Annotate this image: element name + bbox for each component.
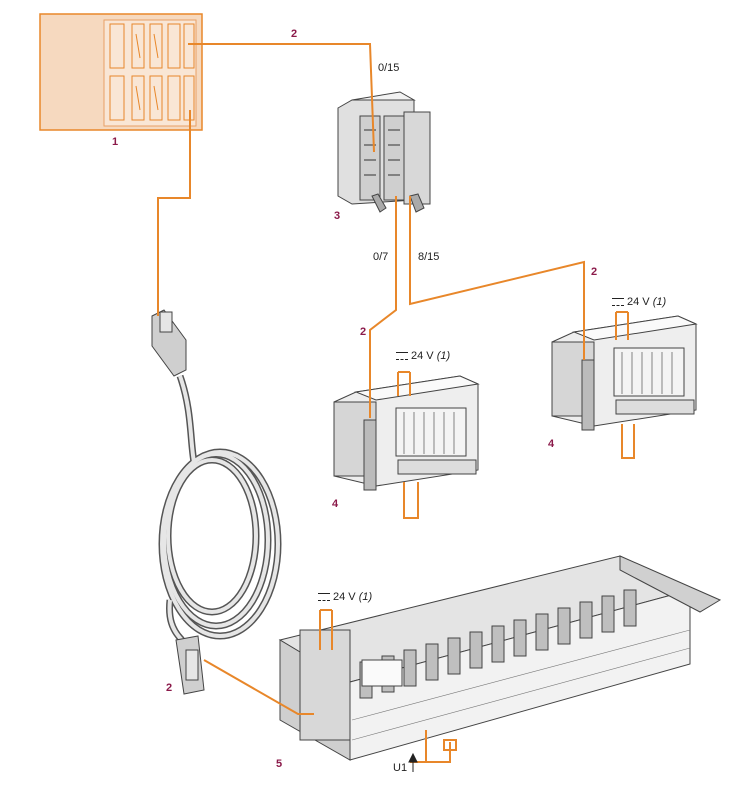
u1-label: U1: [393, 762, 408, 774]
cable-label-top: 2: [291, 28, 298, 40]
item-label-plc: 1: [112, 136, 119, 148]
cable-connector-bottom: [175, 635, 205, 695]
item-label-splitter: 3: [334, 210, 341, 222]
dc-symbol-icon: [612, 298, 624, 307]
cable-label-right: 2: [591, 266, 598, 278]
item-label-interface-right: 4: [548, 438, 555, 450]
range-label-low: 0/7: [373, 251, 389, 263]
supply-label-right: 24 V (1): [612, 296, 666, 308]
relay-base: [278, 555, 722, 761]
range-label-full: 0/15: [378, 62, 400, 74]
cable-label-left: 2: [360, 326, 367, 338]
supply-label-base: 24 V (1): [318, 591, 372, 603]
splitter-box: [337, 91, 431, 213]
cable-routes: [157, 43, 635, 763]
dc-symbol-icon: [396, 352, 408, 361]
cable-connector-top: [151, 309, 187, 377]
item-label-relay-base: 5: [276, 758, 283, 770]
item-label-interface-left: 4: [332, 498, 339, 510]
supply-label-left: 24 V (1): [396, 350, 450, 362]
interface-module-left: [333, 375, 480, 491]
dc-symbol-icon: [318, 593, 330, 602]
arrow-up-icon: [408, 752, 418, 772]
plc-module: [39, 13, 203, 131]
range-label-high: 8/15: [418, 251, 440, 263]
cable-label-bottom: 2: [166, 682, 173, 694]
interface-module-right: [551, 315, 698, 431]
